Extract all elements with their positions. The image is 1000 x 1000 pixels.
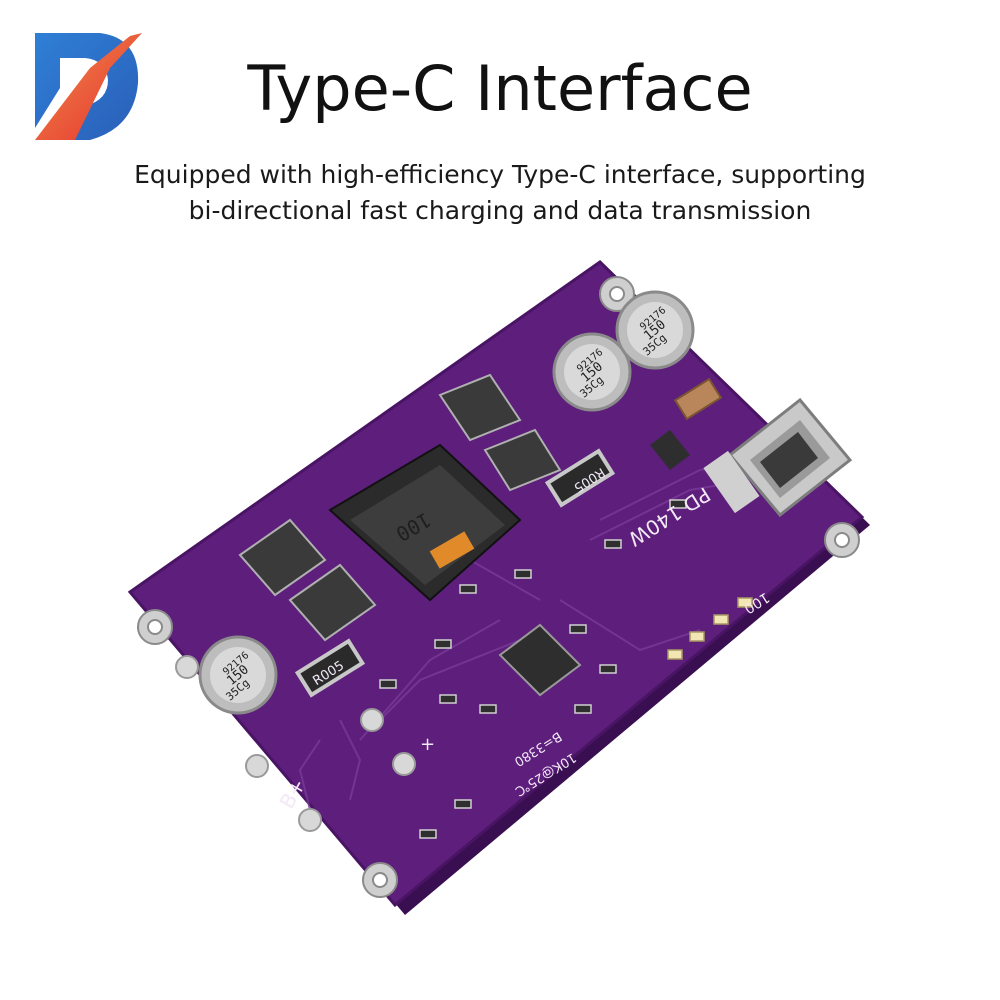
usb-type-c-port xyxy=(703,397,853,518)
inductor: 100 xyxy=(328,443,522,602)
page-title: Type-C Interface xyxy=(247,52,753,125)
brand-logo xyxy=(35,33,142,140)
solder-pads xyxy=(175,655,416,832)
status-leds xyxy=(667,597,753,660)
subtitle-line-1: Equipped with high-efficiency Type-C int… xyxy=(134,160,866,189)
smd-components xyxy=(379,499,687,839)
small-ic xyxy=(650,430,690,470)
ceramic-capacitor xyxy=(673,377,723,421)
mosfet-chips xyxy=(238,373,562,642)
controller-ic xyxy=(498,623,582,697)
shunt-resistors: R005 R005 xyxy=(294,448,616,698)
page-subtitle: Equipped with high-efficiency Type-C int… xyxy=(0,157,1000,229)
electrolytic-capacitors: 92176 150 35Cg 92176 150 35Cg 92176 150 … xyxy=(198,290,695,715)
mounting-holes xyxy=(137,276,860,898)
pcb-board xyxy=(127,260,865,908)
subtitle-line-2: bi-directional fast charging and data tr… xyxy=(188,196,812,225)
plus-label: + xyxy=(420,734,435,755)
